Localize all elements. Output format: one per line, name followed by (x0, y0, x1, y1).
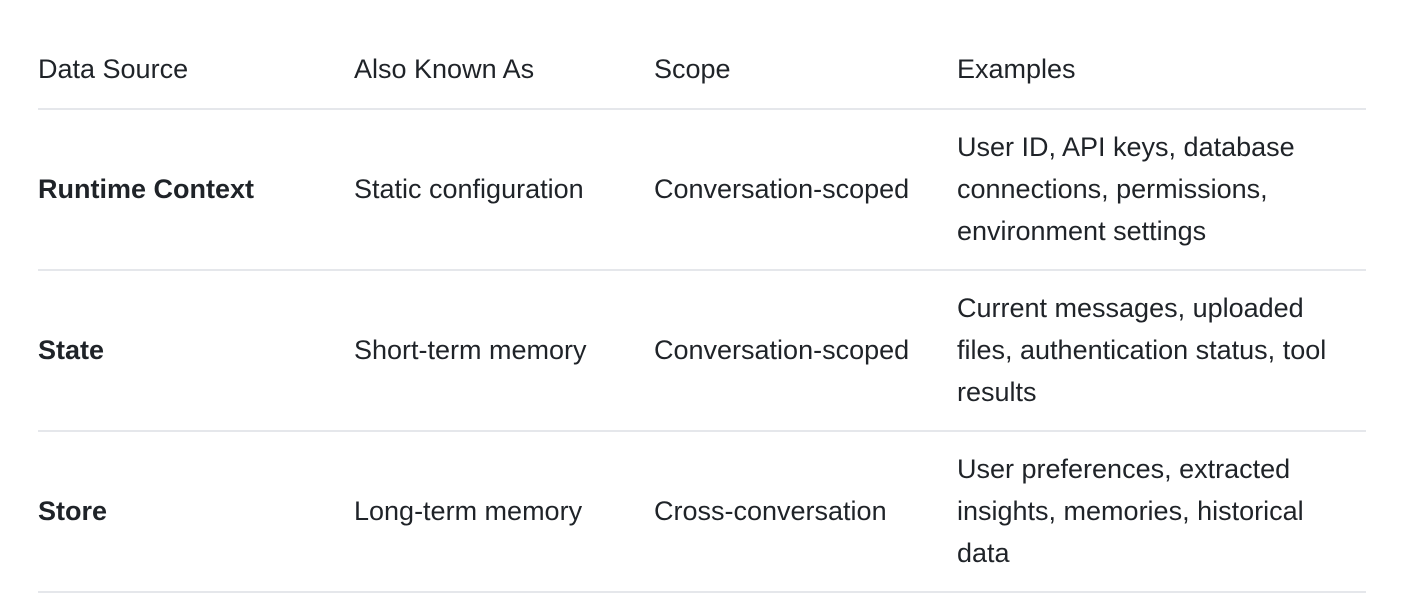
row-examples: User ID, API keys, database connections,… (957, 109, 1366, 271)
header-scope: Scope (654, 30, 957, 110)
table-row: Store Long-term memory Cross-conversatio… (38, 431, 1366, 593)
row-aka: Static configuration (354, 109, 654, 271)
row-scope: Cross-conversation (654, 431, 957, 593)
row-scope: Conversation-scoped (654, 270, 957, 432)
header-also-known-as: Also Known As (354, 30, 654, 110)
table-body: Runtime Context Static configuration Con… (38, 109, 1366, 593)
row-name: State (38, 270, 354, 432)
data-sources-table: Data Source Also Known As Scope Examples… (38, 30, 1366, 593)
row-scope: Conversation-scoped (654, 109, 957, 271)
header-examples: Examples (957, 30, 1366, 110)
table-row: Runtime Context Static configuration Con… (38, 109, 1366, 271)
row-examples: User preferences, extracted insights, me… (957, 431, 1366, 593)
table-row: State Short-term memory Conversation-sco… (38, 270, 1366, 432)
header-data-source: Data Source (38, 30, 354, 110)
row-name: Store (38, 431, 354, 593)
row-name: Runtime Context (38, 109, 354, 271)
row-aka: Short-term memory (354, 270, 654, 432)
data-sources-table-container: Data Source Also Known As Scope Examples… (38, 30, 1366, 593)
header-row: Data Source Also Known As Scope Examples (38, 30, 1366, 110)
row-aka: Long-term memory (354, 431, 654, 593)
row-examples: Current messages, uploaded files, authen… (957, 270, 1366, 432)
table-header: Data Source Also Known As Scope Examples (38, 30, 1366, 110)
